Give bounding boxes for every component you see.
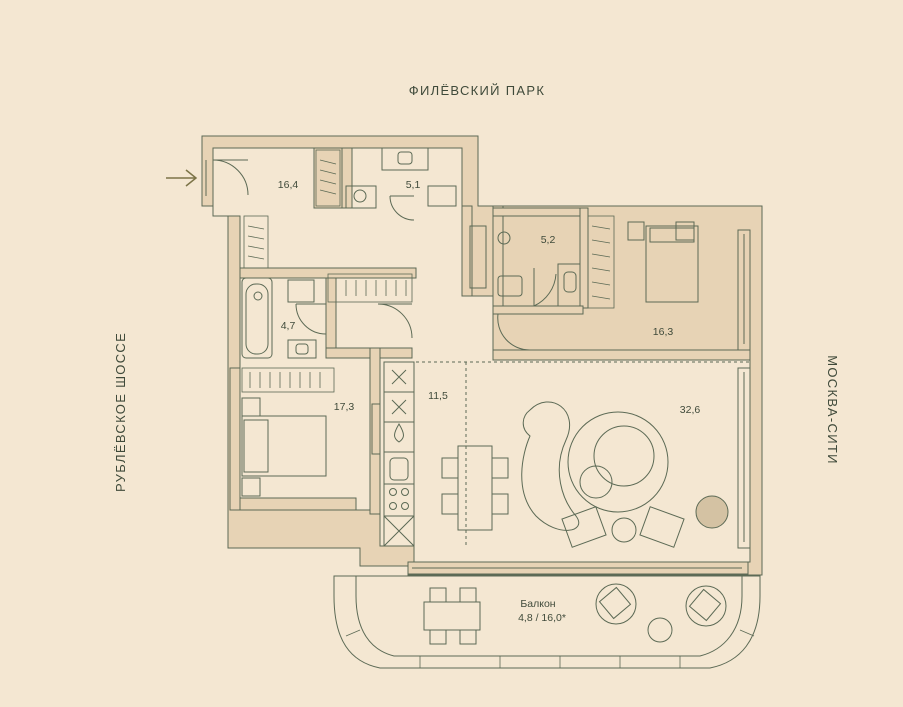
direction-left-label: РУБЛЁВСКОЕ ШОССЕ: [113, 332, 128, 492]
windows-east: [737, 229, 751, 549]
bath-right-fixtures: [469, 225, 581, 307]
kitchen-unit: [371, 361, 415, 547]
balcony-area: 4,8 / 16,0*: [518, 612, 566, 624]
balcony-table: [423, 587, 481, 645]
room-area-bath-left: 4,7: [281, 320, 296, 332]
room-area-bath-right: 5,2: [541, 234, 556, 246]
balcony-chairs: [595, 583, 727, 643]
bath-left-fixtures: [241, 277, 317, 359]
bed-left: [241, 397, 327, 497]
direction-top-label: ФИЛЁВСКИЙ ПАРК: [409, 83, 545, 98]
bed-right: [627, 221, 699, 303]
dining-table: [441, 445, 509, 531]
wardrobe-hall-2: [243, 215, 269, 269]
direction-right-label: МОСКВА-СИТИ: [825, 355, 840, 464]
windows-south: [407, 561, 749, 575]
balcony-title: Балкон: [520, 598, 555, 610]
bath-top-fixtures: [345, 147, 457, 209]
room-area-kitchen: 11,5: [428, 390, 448, 402]
room-area-hall: 16,4: [278, 179, 299, 191]
living-furniture: [521, 401, 729, 548]
wardrobe-corridor: [327, 273, 413, 303]
wardrobe-bedroom-right: [587, 215, 615, 309]
wardrobe-hall: [315, 149, 341, 207]
balcony: [333, 575, 761, 669]
room-area-bedroom-right: 16,3: [653, 326, 674, 338]
kitchen-zone-line: [416, 361, 750, 546]
door-bath-right: [533, 268, 557, 307]
door-bath-left: [295, 303, 327, 335]
arrow-right-icon: [166, 169, 198, 187]
room-area-bath-top: 5,1: [406, 179, 421, 191]
room-area-living: 32,6: [680, 404, 701, 416]
balcony-grid: [345, 629, 755, 668]
door-bath-top: [389, 195, 415, 221]
interior-walls: [229, 147, 751, 515]
room-area-bedroom-left: 17,3: [334, 401, 355, 413]
entry-door[interactable]: [205, 159, 249, 208]
door-bedroom-right: [497, 313, 531, 351]
door-bedroom-left: [377, 303, 413, 339]
wardrobe-bedroom-left: [241, 367, 335, 393]
